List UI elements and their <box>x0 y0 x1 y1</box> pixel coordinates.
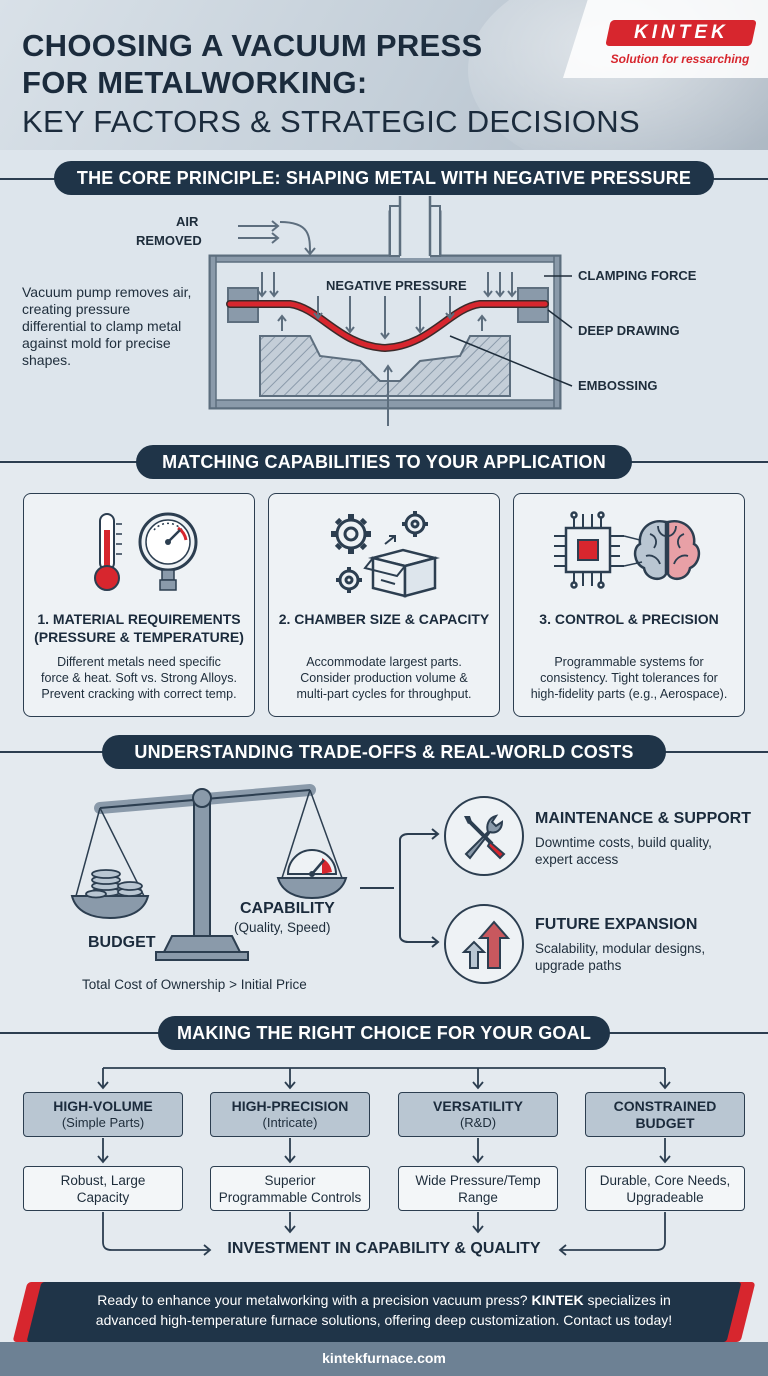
card-1-body-line-1: Different metals need specific <box>57 655 221 669</box>
expansion-body-line-1: Scalability, modular designs, <box>535 941 706 956</box>
core-description: Vacuum pump removes air, creating pressu… <box>22 284 192 368</box>
thermometer-gauge-icon <box>94 512 198 591</box>
growth-arrows-icon <box>461 920 511 969</box>
expansion-body-line-2: upgrade paths <box>535 958 622 973</box>
budget-label: BUDGET <box>88 934 156 951</box>
tco-note: Total Cost of Ownership > Initial Price <box>82 977 307 992</box>
card-2-body-line-1: Accommodate largest parts. <box>306 655 462 669</box>
label-clamping-force: CLAMPING FORCE <box>578 268 697 283</box>
choice-flow-connectors <box>97 1067 671 1256</box>
capability-sublabel: (Quality, Speed) <box>234 920 331 935</box>
title-line-1: CHOOSING A VACUUM PRESS <box>22 28 483 63</box>
card-3-title: 3. CONTROL & PRECISION <box>539 611 719 627</box>
title-line-3: KEY FACTORS & STRATEGIC DECISIONS <box>22 104 640 139</box>
result-constrained-budget: Durable, Core Needs,Upgradeable <box>585 1166 745 1211</box>
label-deep-drawing: DEEP DRAWING <box>578 323 680 338</box>
card-material-requirements: 1. MATERIAL REQUIREMENTS (PRESSURE & TEM… <box>23 493 255 717</box>
label-negative-pressure: NEGATIVE PRESSURE <box>326 278 467 293</box>
card-2-title: 2. CHAMBER SIZE & CAPACITY <box>278 611 490 627</box>
goal-high-precision: HIGH-PRECISION (Intricate) <box>210 1092 370 1137</box>
maintenance-body-line-2: expert access <box>535 852 619 867</box>
capabilities-heading: MATCHING CAPABILITIES TO YOUR APPLICATIO… <box>136 445 632 479</box>
label-air: AIR <box>176 214 199 229</box>
label-embossing: EMBOSSING <box>578 378 658 393</box>
expansion-circle <box>444 904 524 984</box>
goal-constrained-budget: CONSTRAINED BUDGET <box>585 1092 745 1137</box>
investment-outcome: INVESTMENT IN CAPABILITY & QUALITY <box>227 1240 541 1257</box>
maintenance-title: MAINTENANCE & SUPPORT <box>535 810 752 827</box>
choice-heading: MAKING THE RIGHT CHOICE FOR YOUR GOAL <box>158 1016 610 1050</box>
card-2-body-line-2: Consider production volume & <box>300 671 468 685</box>
card-3-body-line-2: consistency. Tight tolerances for <box>540 671 718 685</box>
card-1-title-line-2: (PRESSURE & TEMPERATURE) <box>34 629 244 645</box>
card-2-body-line-3: multi-part cycles for throughput. <box>296 687 472 701</box>
branch-connector <box>360 828 440 948</box>
website-link[interactable]: kintekfurnace.com <box>322 1350 446 1366</box>
capability-label: CAPABILITY <box>240 900 335 917</box>
kintek-logo: KINTEK <box>605 20 757 46</box>
balance-scale-icon <box>70 784 348 961</box>
card-1-body-line-3: Prevent cracking with correct temp. <box>41 687 237 701</box>
logo-tagline: Solution for ressarching <box>610 52 750 66</box>
card-1-title-line-1: 1. MATERIAL REQUIREMENTS <box>37 611 241 627</box>
card-1-body-line-2: force & heat. Soft vs. Strong Alloys. <box>41 671 237 685</box>
label-removed: REMOVED <box>136 233 202 248</box>
goal-versatility: VERSATILITY (R&D) <box>398 1092 558 1137</box>
chip-brain-icon <box>554 511 701 589</box>
vacuum-press-diagram <box>208 196 573 426</box>
card-control-precision: 3. CONTROL & PRECISION Programmable syst… <box>513 493 745 717</box>
cta-text: Ready to enhance your metalworking with … <box>95 1292 673 1328</box>
title-line-2: FOR METALWORKING: <box>22 65 368 100</box>
goal-high-volume: HIGH-VOLUME (Simple Parts) <box>23 1092 183 1137</box>
card-chamber-size: 2. CHAMBER SIZE & CAPACITY Accommodate l… <box>268 493 500 717</box>
tradeoffs-heading: UNDERSTANDING TRADE-OFFS & REAL-WORLD CO… <box>102 735 666 769</box>
wrench-screwdriver-icon <box>464 814 506 860</box>
expansion-title: FUTURE EXPANSION <box>535 916 698 933</box>
maintenance-circle <box>444 796 524 876</box>
card-3-body-line-1: Programmable systems for <box>554 655 704 669</box>
gears-box-icon <box>331 511 440 598</box>
card-3-body-line-3: high-fidelity parts (e.g., Aerospace). <box>530 687 728 701</box>
core-principle-heading: THE CORE PRINCIPLE: SHAPING METAL WITH N… <box>54 161 714 195</box>
maintenance-body-line-1: Downtime costs, build quality, <box>535 835 712 850</box>
